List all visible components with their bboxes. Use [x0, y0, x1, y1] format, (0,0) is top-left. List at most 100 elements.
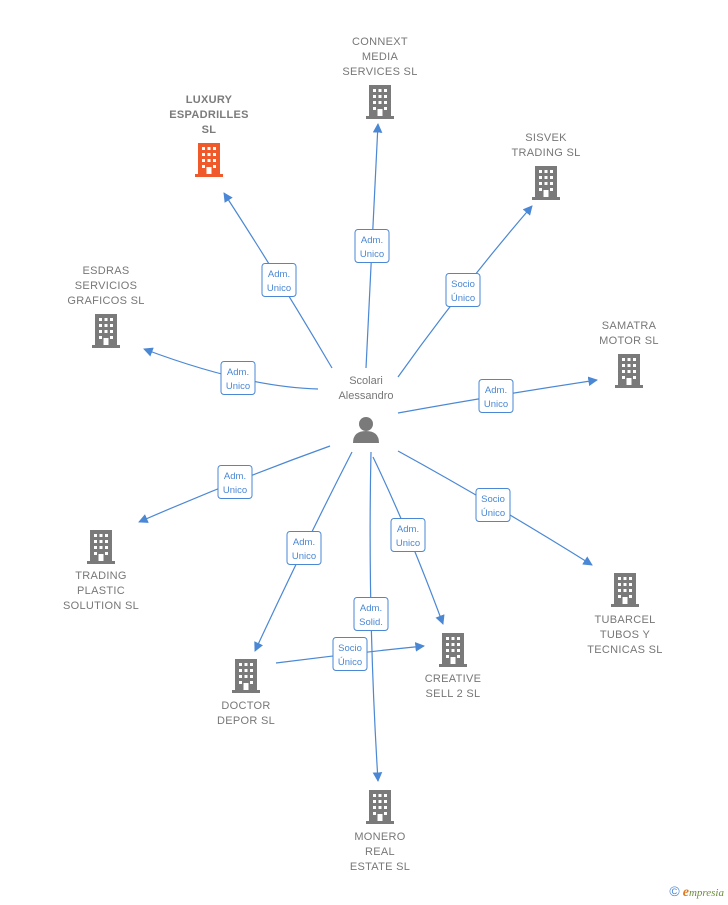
relationship-label-line: Unico [292, 551, 316, 562]
company-name-line: TECNICAS SL [587, 644, 662, 656]
relationship-label-line: Adm. [224, 471, 246, 482]
company-name-line: MEDIA [362, 51, 399, 63]
relationship-label-box-center-tubarcel [475, 488, 511, 522]
company-name-luxury[interactable]: LUXURY ESPADRILLES SL [169, 94, 249, 136]
company-name-trading[interactable]: TRADING PLASTIC SOLUTION SL [63, 570, 139, 612]
nodes-layer: LUXURY ESPADRILLES SL CONNEXT MEDIA SERVICES … [63, 36, 662, 873]
relationship-label-box-center-esdras [220, 361, 256, 395]
relationship-label-line: Adm. [360, 603, 382, 614]
relationship-label-line: Adm. [293, 537, 315, 548]
company-name-line: TUBARCEL [594, 614, 655, 626]
relationship-label-center-doctor: Adm. Unico [292, 537, 316, 562]
company-name-line: CONNEXT [352, 36, 408, 48]
relationship-label-center-luxury: Adm. Unico [267, 269, 291, 294]
company-name-line: SAMATRA [602, 320, 657, 332]
company-name-line: GRAFICOS SL [67, 295, 144, 307]
company-name-line: ESTATE SL [350, 861, 410, 873]
company-name-line: MOTOR SL [599, 335, 659, 347]
building-icon[interactable] [232, 659, 260, 693]
building-icon[interactable] [366, 790, 394, 824]
company-node-luxury[interactable]: LUXURY ESPADRILLES SL [169, 94, 249, 177]
relationship-label-line: Socio [338, 643, 362, 654]
building-icon[interactable] [532, 166, 560, 200]
relationship-label-line: Adm. [397, 524, 419, 535]
company-name-line: ESPADRILLES [169, 109, 249, 121]
company-name-line: ESDRAS [82, 265, 129, 277]
person-icon[interactable] [353, 417, 379, 443]
company-name-esdras[interactable]: ESDRAS SERVICIOS GRAFICOS SL [67, 265, 144, 307]
building-icon[interactable] [195, 143, 223, 177]
company-name-samatra[interactable]: SAMATRA MOTOR SL [599, 320, 659, 347]
brand-name: mpresia [688, 887, 724, 899]
relationship-label-line: Unico [396, 538, 420, 549]
company-name-line: SERVICES SL [342, 66, 417, 78]
company-name-line: SOLUTION SL [63, 600, 139, 612]
building-icon[interactable] [611, 573, 639, 607]
relationship-label-center-esdras: Adm.Unico [226, 367, 250, 392]
company-name-line: TRADING SL [511, 147, 580, 159]
person-name-line: Scolari [349, 375, 383, 387]
person-name-line: Alessandro [338, 390, 393, 402]
company-name-line: PLASTIC [77, 585, 125, 597]
relationship-label-line: Adm. [268, 269, 290, 280]
company-node-creative[interactable]: CREATIVE SELL 2 SL [425, 633, 482, 700]
relationship-label-line: Unico [226, 381, 250, 392]
company-name-line: SELL 2 SL [426, 688, 481, 700]
relationship-label-line: Adm. [361, 235, 383, 246]
company-name-line: TRADING [75, 570, 127, 582]
company-node-esdras[interactable]: ESDRAS SERVICIOS GRAFICOS SL [67, 265, 144, 348]
relationship-label-box-center-creative [390, 518, 426, 552]
brand-initial: e [682, 885, 689, 900]
company-name-line: LUXURY [186, 94, 233, 106]
relationship-label-box-center-doctor [286, 531, 322, 565]
company-name-line: SERVICIOS [75, 280, 137, 292]
relationship-label-center-creative: Adm. Unico [396, 524, 420, 549]
relationship-label-line: Único [481, 508, 505, 519]
relationship-label-box-center-luxury [261, 263, 297, 297]
relationship-label-box-center-connext [354, 229, 390, 263]
company-name-line: DEPOR SL [217, 715, 275, 727]
company-name-line: SL [202, 124, 217, 136]
company-name-line: CREATIVE [425, 673, 482, 685]
building-icon[interactable] [439, 633, 467, 667]
company-node-connext[interactable]: CONNEXT MEDIA SERVICES SL [342, 36, 417, 119]
building-icon[interactable] [366, 85, 394, 119]
relationship-label-box-center-sisvek [445, 273, 481, 307]
relationship-label-line: Unico [223, 485, 247, 496]
relationship-label-line: Socio [481, 494, 505, 505]
relationship-label-line: Unico [484, 399, 508, 410]
relationship-label-line: Único [451, 293, 475, 304]
building-icon[interactable] [92, 314, 120, 348]
relationship-label-center-trading: Adm. Unico [223, 471, 247, 496]
relationship-label-line: Solid. [359, 617, 383, 628]
relationship-label-line: Adm. [485, 385, 507, 396]
building-icon[interactable] [87, 530, 115, 564]
company-name-connext[interactable]: CONNEXT MEDIA SERVICES SL [342, 36, 417, 78]
company-node-trading[interactable]: TRADING PLASTIC SOLUTION SL [63, 530, 139, 612]
relationship-label-line: Único [338, 657, 362, 668]
relationship-label-line: Unico [267, 283, 291, 294]
relationship-label-center-samatra: Adm. Unico [484, 385, 508, 410]
relationship-label-center-connext: Adm. Unico [360, 235, 384, 260]
company-node-samatra[interactable]: SAMATRA MOTOR SL [599, 320, 659, 388]
building-icon[interactable] [615, 354, 643, 388]
relationship-label-line: Unico [360, 249, 384, 260]
company-name-creative[interactable]: CREATIVE SELL 2 SL [425, 673, 482, 700]
company-name-line: MONERO [354, 831, 405, 843]
edges-layer [138, 123, 598, 782]
